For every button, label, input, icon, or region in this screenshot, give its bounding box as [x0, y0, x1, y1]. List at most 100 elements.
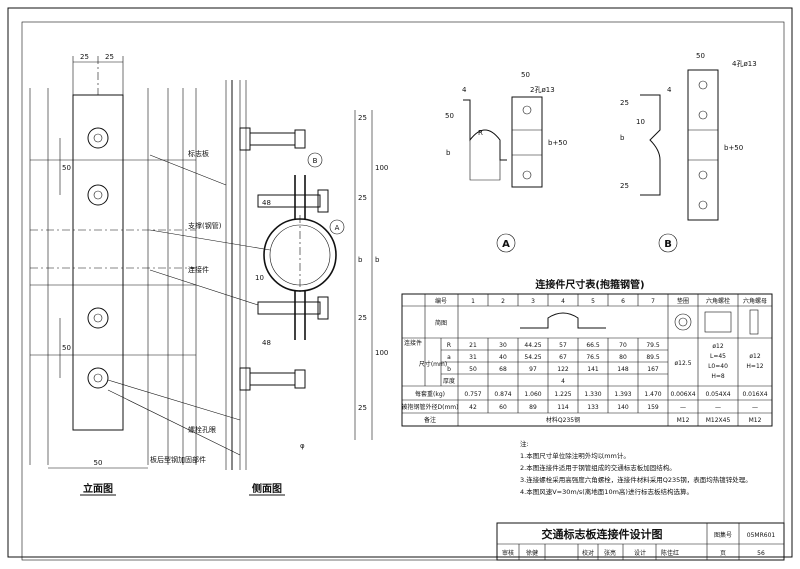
td-a-6: 80	[619, 354, 627, 361]
detail-a: 4 50 b R 50 b+50 2孔ø13 A	[445, 71, 567, 253]
td-washer-spec: ø12.5	[674, 360, 691, 367]
da-50a: 50	[445, 112, 454, 120]
bolt-1	[87, 127, 109, 149]
dim-side-b2: b	[358, 256, 363, 264]
dim-25-right: 25	[105, 53, 114, 61]
td-side-label: 连接件	[404, 339, 422, 347]
td-w-label: 每套重(kg)	[415, 390, 445, 398]
detail-b-marker	[307, 152, 323, 168]
db-50top: 50	[696, 52, 705, 60]
note-1: 1.本图尺寸单位除注明外均以mm计。	[520, 452, 630, 460]
td-r-5: 66.5	[586, 342, 600, 349]
td-p-2: 60	[499, 404, 507, 411]
marker-b-text: B	[313, 157, 318, 165]
td-p-6: 140	[617, 404, 629, 411]
da-hole: 2孔ø13	[530, 86, 555, 94]
atlas-no: 05MR601	[747, 532, 776, 539]
td-sketch: 简图	[435, 319, 447, 327]
note-3: 3.连接螺栓采用高强度六角螺栓，连接件材料采用Q235钢，表面均热镀锌处理。	[520, 476, 752, 484]
atlas-label: 图集号	[714, 531, 732, 539]
td-w-nut: 0.016X4	[742, 391, 767, 398]
td-w-7: 1.470	[644, 391, 661, 398]
detail-b-circle	[658, 233, 678, 253]
label-sign-board: 标志板	[188, 149, 209, 158]
bolt-2	[87, 184, 109, 206]
notes-head: 注:	[520, 440, 529, 448]
db-25a: 25	[620, 99, 629, 107]
td-bolt-spec-1: L=45	[710, 353, 726, 360]
dim-side-25b: 25	[358, 194, 367, 202]
design-label: 设计	[634, 549, 646, 557]
th-c5: 5	[591, 298, 595, 305]
dim-side-25c: 25	[358, 314, 367, 322]
td-r-3: 44.25	[524, 342, 541, 349]
td-b-2: 68	[499, 366, 507, 373]
detail-a-title: A	[502, 239, 510, 250]
td-t-val: 4	[561, 378, 565, 385]
detail-b-title: B	[664, 239, 672, 250]
td-a-1: 31	[469, 354, 477, 361]
td-a-3: 54.25	[524, 354, 541, 361]
td-b-label: b	[447, 366, 451, 373]
td-b-6: 148	[617, 366, 629, 373]
td-p-1: 42	[469, 404, 477, 411]
check-label: 校对	[582, 549, 594, 557]
td-p-washer: —	[680, 404, 686, 411]
db-10: 10	[636, 118, 645, 126]
page-label: 页	[720, 550, 726, 557]
td-b-1: 50	[469, 366, 477, 373]
td-w-3: 1.060	[524, 391, 541, 398]
title-block: 交通标志板连接件设计图 图集号 05MR601 审核 徐健 校对 张亮 设计 陈…	[496, 522, 785, 561]
td-r-label: R	[447, 342, 451, 349]
dim-side-100b: 100	[375, 349, 388, 357]
page-no: 56	[757, 550, 765, 557]
dim-50-bottom: 50	[94, 459, 103, 467]
dim-side-48b: 48	[262, 339, 271, 347]
td-a-2: 40	[499, 354, 507, 361]
th-hexnut: 六角螺母	[743, 297, 767, 305]
detail-a-circle	[496, 233, 516, 253]
label-connector: 连接件	[188, 265, 209, 274]
dim-side-phi: φ	[300, 442, 305, 450]
da-r: R	[478, 129, 483, 137]
db-hole: 4孔ø13	[732, 60, 757, 68]
th-hexbolt: 六角螺栓	[706, 297, 730, 305]
td-p-3: 89	[529, 404, 537, 411]
drawing-title: 交通标志板连接件设计图	[542, 527, 663, 541]
th-c7: 7	[651, 298, 655, 305]
dim-50-top: 50	[62, 164, 71, 172]
outer-frame	[7, 7, 793, 558]
td-a-label: a	[447, 354, 451, 361]
th-c3: 3	[531, 298, 535, 305]
dim-side-25a: 25	[358, 114, 367, 122]
td-nut-spec-1: H=12	[746, 363, 763, 370]
checker-name: 张亮	[604, 549, 616, 557]
th-c4: 4	[561, 298, 565, 305]
td-n-washer: M12	[677, 417, 690, 424]
td-n-bolt: M12X45	[706, 417, 731, 424]
td-r-4: 57	[559, 342, 567, 349]
td-p-label: 被抱钢管外径D(mm)	[402, 403, 459, 411]
td-p-bolt: —	[715, 404, 721, 411]
side-view-title: 侧面图	[252, 482, 282, 495]
detail-a-marker	[329, 219, 345, 235]
pipe-clamp	[257, 175, 337, 340]
designer-name: 陈佳红	[661, 549, 679, 557]
review-label: 审核	[502, 549, 514, 557]
td-b-3: 97	[529, 366, 537, 373]
side-view: A B 标志板 支撑(钢管) 连接件 螺栓孔眼 板后型钢加固部件 25 100 …	[107, 80, 388, 496]
td-a-5: 76.5	[586, 354, 600, 361]
db-4: 4	[667, 86, 672, 94]
bolt-3	[87, 307, 109, 329]
inner-frame	[21, 21, 785, 561]
marker-a-text: A	[335, 224, 340, 232]
reviewer-name: 徐健	[526, 549, 538, 557]
detail-b: 50 4孔ø13 25 b 10 25 b+50 4 B	[620, 52, 757, 253]
label-pole: 支撑(钢管)	[188, 221, 222, 230]
td-p-nut: —	[752, 404, 758, 411]
td-w-washer: 0.006X4	[670, 391, 695, 398]
da-b50: b+50	[548, 139, 567, 147]
dim-side-100a: 100	[375, 164, 388, 172]
dim-side-10: 10	[255, 274, 264, 282]
